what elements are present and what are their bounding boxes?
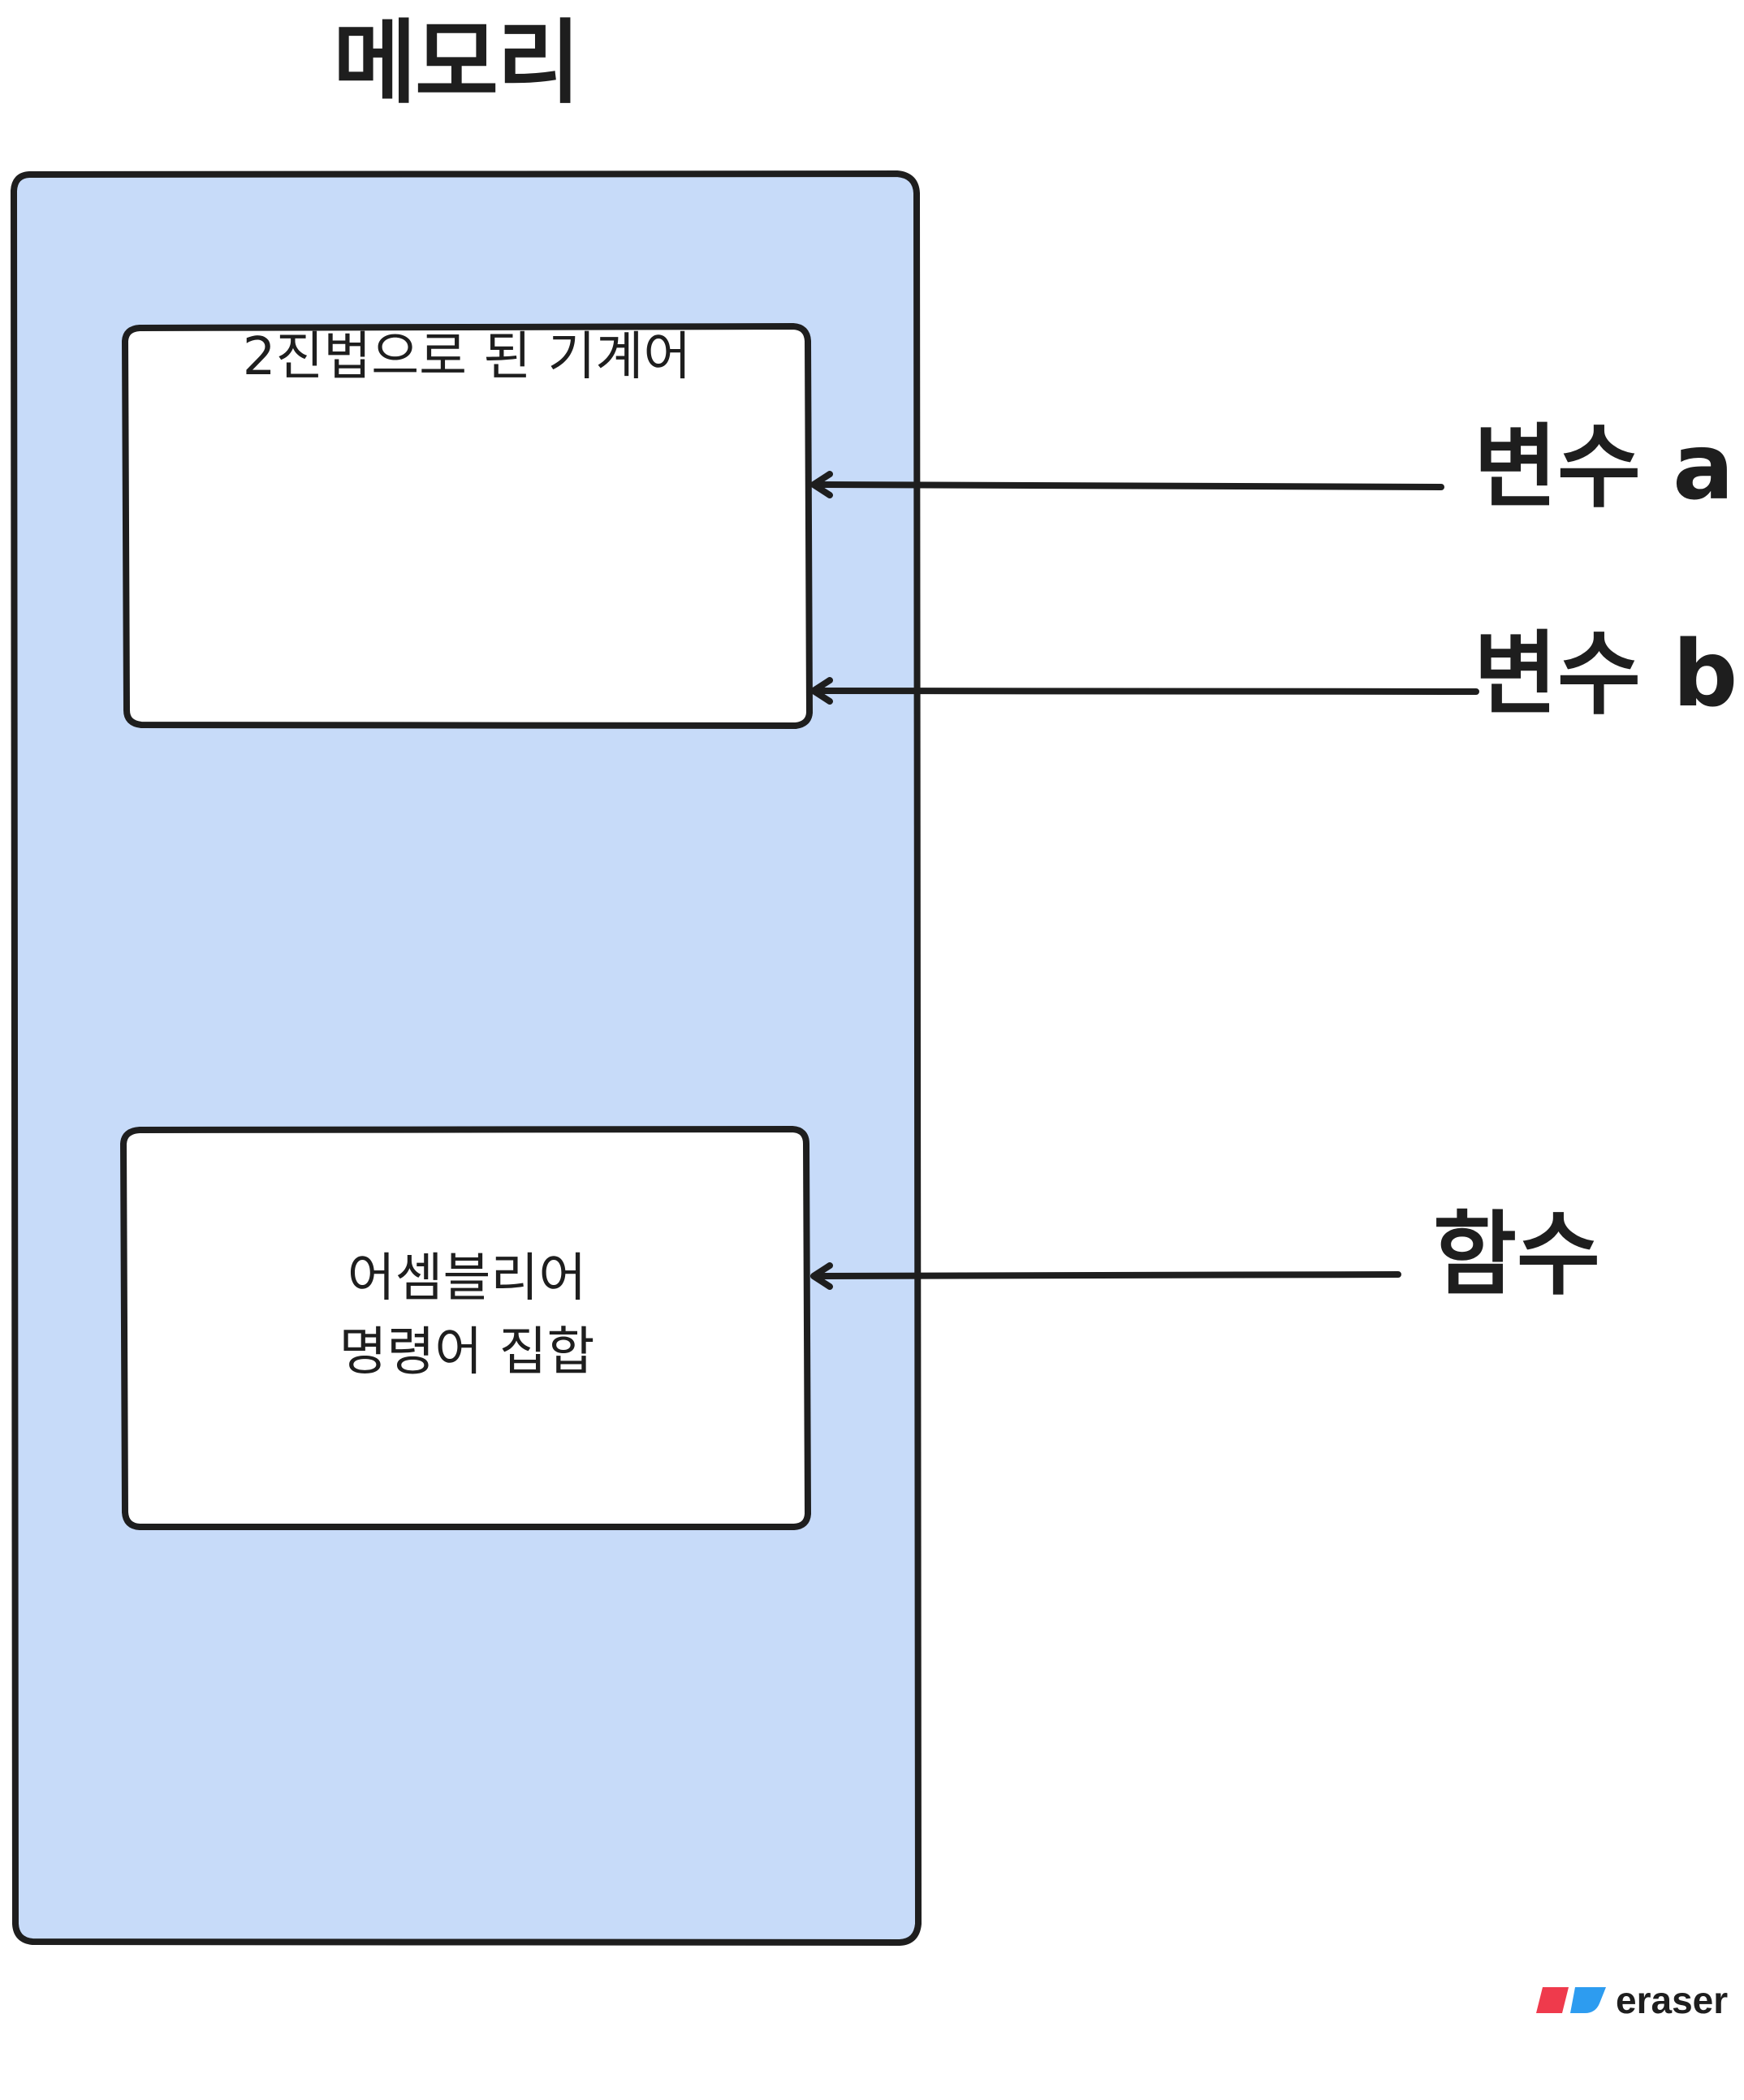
arrow-var-a <box>810 471 1444 498</box>
variable-a-label: 변수 a <box>1474 415 1734 520</box>
diagram-title: 메모리 <box>333 11 581 116</box>
assembly-label: 어셈블리어 명령어 집합 <box>339 1248 595 1382</box>
function-label: 함수 <box>1433 1202 1601 1308</box>
arrow-function <box>810 1262 1401 1290</box>
machine-code-box <box>122 323 813 729</box>
assembly-box <box>120 1126 811 1530</box>
machine-code-label: 2진법으로 된 기계어 <box>242 327 692 387</box>
eraser-wordmark: eraser <box>1616 1979 1729 2021</box>
eraser-logo-icon <box>1536 1987 1606 2013</box>
variable-b-label: 변수 b <box>1474 622 1738 727</box>
eraser-watermark: eraser <box>1535 1978 1728 2022</box>
arrow-var-b <box>810 677 1479 705</box>
